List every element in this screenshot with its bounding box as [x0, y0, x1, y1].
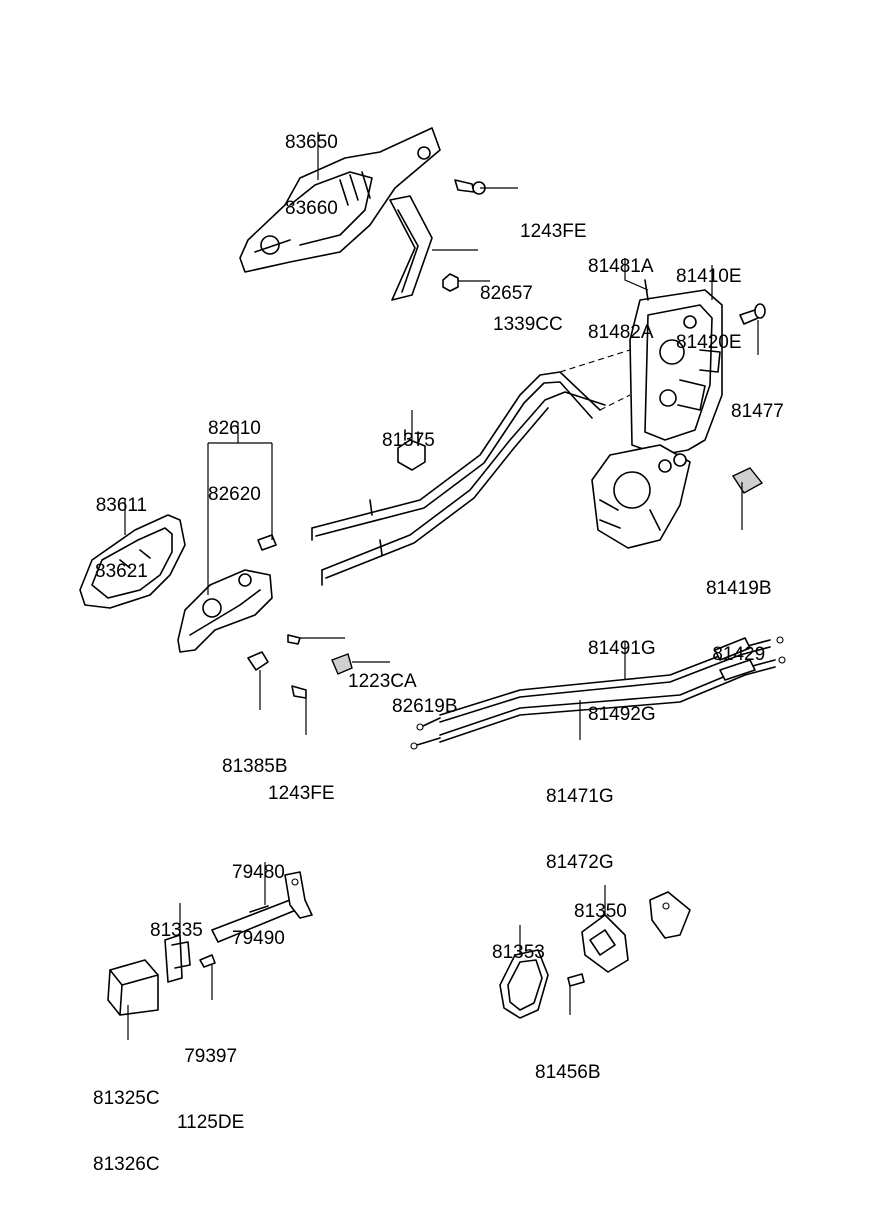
- leader-lines: [124, 132, 759, 1040]
- rod-clip-81375: [397, 429, 426, 471]
- callout-81350-line1: 81350: [574, 901, 627, 922]
- callout-81481a-line1: 81481A: [588, 256, 654, 277]
- callout-83650-line1: 83650: [285, 132, 338, 153]
- callout-81410e: 81410E 81420E: [676, 222, 742, 376]
- callout-81419b-line1: 81419B: [706, 578, 772, 599]
- screw-79397: [199, 954, 216, 968]
- nut-1339cc: [442, 273, 459, 292]
- callout-81419b-line2: 81429: [712, 644, 766, 665]
- callout-81325c: 81325C 81326C: [93, 1044, 160, 1198]
- cover-81325c: [107, 959, 159, 1016]
- callout-81491g: 81491G 81492G: [588, 594, 656, 748]
- callout-79397: 79397 1125DE: [177, 1002, 244, 1156]
- callout-81385b-line1: 81385B: [222, 756, 288, 777]
- callout-83611: 83611 83621: [95, 451, 148, 605]
- bracket-81335: [164, 934, 191, 983]
- callout-81491g-line1: 81491G: [588, 638, 656, 659]
- screw-1243fe-top: [454, 179, 486, 195]
- callout-81375-line1: 81375: [382, 430, 435, 451]
- screw-81477: [739, 303, 766, 325]
- callout-81385b: 81385B: [222, 712, 288, 800]
- callout-81375: 81375: [382, 386, 435, 474]
- callout-79480: 79480 79490: [232, 818, 285, 972]
- callout-81335-line1: 81335: [150, 920, 203, 941]
- screw-81456b: [567, 973, 585, 987]
- door-latch-assembly: [591, 279, 723, 549]
- striker: [581, 914, 629, 973]
- callout-81353-line1: 81353: [492, 942, 545, 963]
- callout-81477: 81477: [731, 357, 784, 445]
- rod-clip: [389, 195, 433, 301]
- callout-81481a-line2: 81482A: [588, 322, 654, 343]
- door-checker: [211, 871, 313, 943]
- callout-82610: 82610 82620: [208, 374, 261, 528]
- callout-1339cc-line1: 1339CC: [493, 314, 563, 335]
- callout-1243fe-bottom-line1: 1243FE: [268, 783, 335, 804]
- callout-83611-line2: 83621: [95, 561, 148, 582]
- screw-82610: [257, 534, 277, 551]
- lock-rods: [311, 349, 631, 586]
- callout-82619b-line1: 82619B: [392, 696, 458, 717]
- striker-cover-81353: [499, 949, 549, 1019]
- callout-1223ca: 1223CA: [348, 627, 417, 715]
- callout-81481a: 81481A 81482A: [588, 212, 654, 366]
- callout-81471g: 81471G 81472G: [546, 742, 614, 896]
- callout-79480-line2: 79490: [232, 928, 285, 949]
- callout-81410e-line1: 81410E: [676, 266, 742, 287]
- callout-79397-line2: 1125DE: [177, 1112, 245, 1133]
- callout-81477-line1: 81477: [731, 401, 784, 422]
- callout-81491g-line2: 81492G: [588, 704, 656, 725]
- callout-83611-line1: 83611: [95, 495, 148, 516]
- callout-82657-line1: 82657: [480, 283, 533, 304]
- callout-81419b: 81419B 81429: [706, 534, 772, 688]
- clip-81385b: [247, 651, 269, 671]
- callout-81471g-line1: 81471G: [546, 786, 614, 807]
- screw-1223ca: [287, 634, 301, 645]
- door-cables: [410, 636, 786, 750]
- cap-82619b: [331, 653, 353, 675]
- callout-82610-line1: 82610: [208, 418, 261, 439]
- callout-81353: 81353: [492, 898, 545, 986]
- callout-83650: 83650 83660: [285, 88, 338, 242]
- callout-81456b-line1: 81456B: [535, 1062, 601, 1083]
- callout-83650-line2: 83660: [285, 198, 338, 219]
- callout-1223ca-line1: 1223CA: [348, 671, 417, 692]
- striker-plate: [649, 891, 691, 939]
- callout-81410e-line2: 81420E: [676, 332, 742, 353]
- callout-81325c-line2: 81326C: [93, 1154, 160, 1175]
- inside-handle: [177, 569, 273, 653]
- callout-81350: 81350: [574, 857, 627, 945]
- callout-79397-line1: 79397: [184, 1046, 238, 1067]
- callout-81325c-line1: 81325C: [93, 1088, 160, 1109]
- callout-81335: 81335: [150, 876, 203, 964]
- inside-handle-bezel: [79, 514, 186, 609]
- callout-1339cc: 1339CC: [493, 270, 563, 358]
- callout-82610-line2: 82620: [208, 484, 261, 505]
- callout-81456b: 81456B: [535, 1018, 601, 1106]
- callout-79480-line1: 79480: [232, 862, 285, 883]
- screw-1243fe-bottom: [291, 685, 307, 699]
- callout-82657: 82657: [480, 239, 533, 327]
- callout-81471g-line2: 81472G: [546, 852, 614, 873]
- outside-handle-bracket: [239, 127, 441, 273]
- callout-1243fe-top-line1: 1243FE: [520, 221, 587, 242]
- callout-82619b: 82619B: [392, 652, 458, 740]
- cap-81419b: [731, 467, 764, 494]
- callout-1243fe-bottom: 1243FE: [268, 739, 335, 827]
- callout-1243fe-top: 1243FE: [520, 177, 587, 265]
